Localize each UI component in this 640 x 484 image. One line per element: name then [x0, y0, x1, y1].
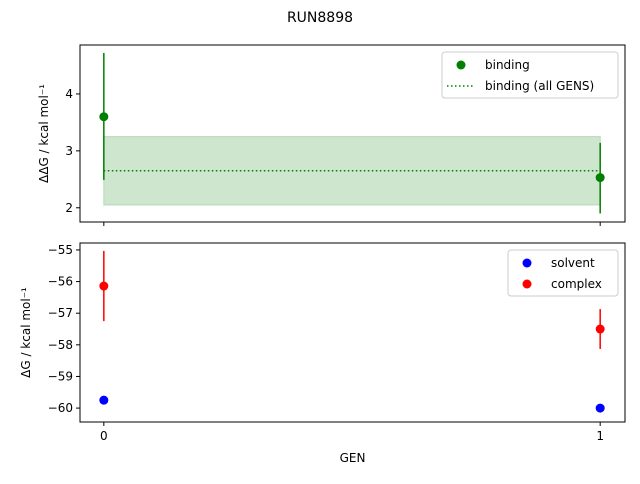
legend-label: binding (all GENS) [485, 79, 594, 93]
axes-1: −60 −59 −58 −57 −56 −55 0 1 ΔG / kcal mol⁻¹ GEN so… [19, 242, 626, 465]
legend: binding binding (all GENS) [441, 51, 619, 99]
y-axis-label: ΔΔG / kcal mol⁻¹ [37, 84, 51, 183]
x-axis-label: GEN [340, 451, 366, 465]
legend-marker-icon [522, 279, 532, 289]
y-tick-label: −57 [48, 306, 73, 320]
point-solvent [99, 395, 109, 405]
y-tick-label: 4 [65, 87, 73, 101]
legend-marker-icon [522, 258, 532, 268]
legend-frame [507, 249, 619, 297]
x-tick-label: 0 [100, 429, 108, 443]
y-tick-label: −60 [48, 401, 73, 415]
legend: solvent complex [507, 249, 619, 297]
y-tick-label: 3 [65, 144, 73, 158]
y-axis-label: ΔG / kcal mol⁻¹ [19, 287, 33, 378]
y-tick-label: −58 [48, 338, 73, 352]
legend-marker-icon [456, 60, 466, 70]
legend-label: solvent [551, 256, 595, 270]
y-tick-label: 2 [65, 201, 73, 215]
legend-frame [441, 51, 619, 99]
point-complex [99, 281, 109, 291]
y-tick-label: −55 [48, 243, 73, 257]
x-tick-label: 1 [596, 429, 604, 443]
legend-label: binding [485, 58, 530, 72]
point-complex [595, 324, 605, 334]
y-tick-label: −56 [48, 275, 73, 289]
point-solvent [595, 403, 605, 413]
point-binding [595, 173, 605, 183]
axes-0: 2 3 4 ΔΔG / kcal mol⁻¹ binding binding (all G… [37, 44, 626, 226]
axes-frame [79, 242, 626, 423]
y-tick-label: −59 [48, 369, 73, 383]
figure-title: RUN8898 [287, 10, 353, 26]
axes-frame [79, 44, 626, 223]
point-binding [99, 112, 109, 122]
legend-label: complex [551, 277, 602, 291]
